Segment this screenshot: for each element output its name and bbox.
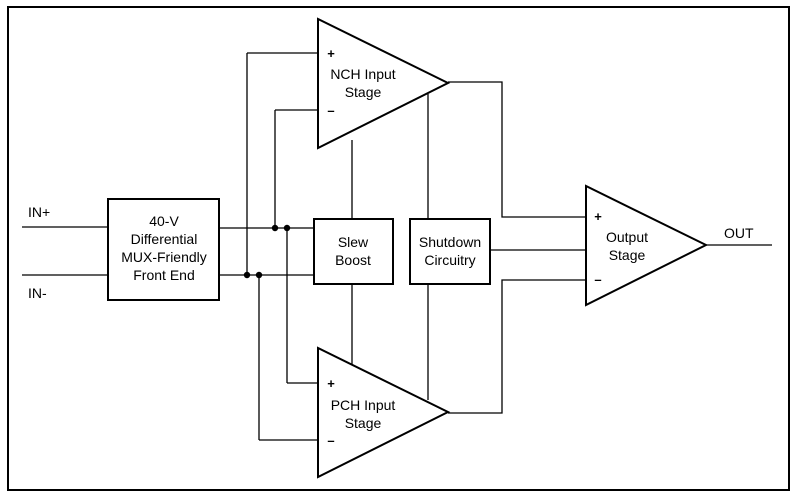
output-label-line2: Stage: [609, 247, 646, 263]
pch-label-line2: Stage: [345, 415, 382, 431]
pch-input-stage: + – PCH Input Stage: [317, 346, 451, 479]
in-plus-label: IN+: [28, 204, 50, 220]
junctions: [243, 224, 291, 279]
nch-input-stage: + – NCH Input Stage: [317, 17, 451, 150]
front-end-line2: Differential: [131, 231, 198, 247]
in-minus-label: IN-: [28, 285, 47, 301]
out-label: OUT: [724, 225, 754, 241]
output-label-line1: Output: [606, 229, 648, 245]
output-stage: + – Output Stage: [585, 184, 709, 307]
junction-dot: [271, 224, 279, 232]
nch-label-line2: Stage: [345, 84, 382, 100]
nch-minus-sign: –: [327, 103, 334, 118]
nch-plus-sign: +: [327, 46, 335, 61]
diagram-frame: [7, 6, 790, 491]
pch-label-line1: PCH Input: [331, 397, 396, 413]
nch-label-line1: NCH Input: [330, 66, 395, 82]
junction-dot: [283, 224, 291, 232]
junction-dot: [243, 271, 251, 279]
shutdown-line2: Circuitry: [424, 252, 475, 268]
junction-dot: [255, 271, 263, 279]
front-end-line3: MUX-Friendly: [121, 249, 207, 265]
slew-boost-line2: Boost: [335, 252, 371, 268]
front-end-block: 40-V Differential MUX-Friendly Front End: [107, 198, 220, 301]
pch-minus-sign: –: [327, 433, 334, 448]
output-minus-sign: –: [594, 272, 601, 287]
output-plus-sign: +: [594, 209, 602, 224]
shutdown-line1: Shutdown: [419, 234, 481, 250]
slew-boost-line1: Slew: [338, 234, 369, 250]
pch-out-wire: [448, 279, 586, 414]
pch-plus-sign: +: [327, 376, 335, 391]
shutdown-block: Shutdown Circuitry: [409, 218, 491, 285]
nch-out-wire: [448, 81, 586, 218]
slew-boost-block: Slew Boost: [313, 218, 394, 285]
wires: [22, 52, 772, 441]
front-end-line1: 40-V: [149, 213, 179, 229]
front-end-line4: Front End: [133, 267, 194, 283]
